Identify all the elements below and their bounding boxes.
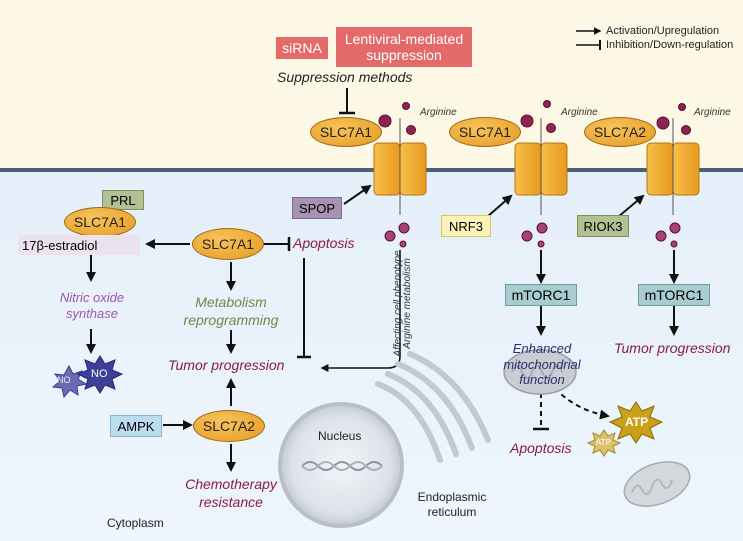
estradiol-box: 17β-estradiol [18,235,140,255]
nrf3-arrow [486,194,513,218]
atp-label-small: ATP [596,438,611,447]
arginine-metabolism-label: Arginine metabolism [401,258,413,349]
slc7a2-pill: SLC7A2 [193,410,265,442]
nitric-oxide-synthase-label: Nitric oxide synthase [59,290,125,322]
legend-inhibition-symbol [576,40,601,50]
atp-label-big: ATP [625,415,649,429]
endoplasmic-reticulum-shape [375,351,491,463]
cytoplasm-label: Cytoplasm [107,516,164,530]
legend-activation-label: Activation/Upregulation [606,25,720,37]
sirna-box: siRNA [276,37,328,59]
mito-to-atp-arrow [554,387,610,420]
transporter-slc7a1-2: SLC7A1 [449,117,521,147]
ampk-box: AMPK [110,415,162,437]
mitochondrion-lower [623,461,691,507]
slc7a1-inhibit-apoptosis [262,237,291,251]
nucleus-label: Nucleus [318,429,362,443]
apoptosis-inhibit-tumor [297,258,311,359]
arginine-to-tumor-arrow [320,250,401,372]
tumor-progression-right-label: Tumor progression [614,340,731,356]
mtorc1-middle-box: mTORC1 [505,284,577,306]
no-star-big [76,355,124,394]
riok3-box: RIOK3 [577,215,629,237]
lentiviral-box: Lentiviral-mediated suppression [336,27,472,67]
arginine-label-1: Arginine [420,107,457,118]
no-label-big: NO [91,368,108,380]
mitochondrion-upper [503,349,577,395]
transporter-slc7a1-1: SLC7A1 [310,117,382,147]
channel-3 [646,118,700,215]
suppression-inhibit-arrow [339,88,355,115]
slc7a1-prl-pill: SLC7A1 [64,207,136,237]
atp-star-small [586,429,622,457]
nrf3-box: NRF3 [441,215,491,237]
metabolism-reprogramming-label: Metabolism reprogramming [183,294,279,328]
arginine-label-3: Arginine [694,107,731,118]
suppression-methods-label: Suppression methods [277,69,413,85]
apoptosis-middle-label: Apoptosis [510,440,572,456]
mtorc1-right-box: mTORC1 [638,284,710,306]
no-label-small: NO [57,375,71,385]
arginine-molecules-inside [384,222,681,248]
channel-2 [514,118,568,215]
channel-1 [373,118,427,215]
riok3-arrow [617,194,645,218]
apoptosis-left-label: Apoptosis [293,235,355,251]
transporter-slc7a2: SLC7A2 [584,117,656,147]
enhanced-mito-function-label: Enhanced mitochondrial function [503,341,581,388]
spop-arrow [343,184,372,205]
slc7a1-center-pill: SLC7A1 [192,228,264,260]
arginine-molecules-outside [378,100,691,135]
chemotherapy-resistance-label: Chemotherapy resistance [185,476,277,510]
endoplasmic-reticulum-label: Endoplasmic reticulum [417,490,487,519]
atp-star-big [608,401,664,444]
cell-membrane [0,168,743,172]
legend-inhibition-label: Inhibition/Down-regulation [606,39,734,51]
nucleus [278,402,404,528]
prl-box: PRL [102,190,144,210]
tumor-progression-left-label: Tumor progression [168,357,285,373]
arginine-label-2: Arginine [561,107,598,118]
spop-box: SPOP [292,197,342,219]
mito-to-apoptosis-inhibit [533,384,549,431]
